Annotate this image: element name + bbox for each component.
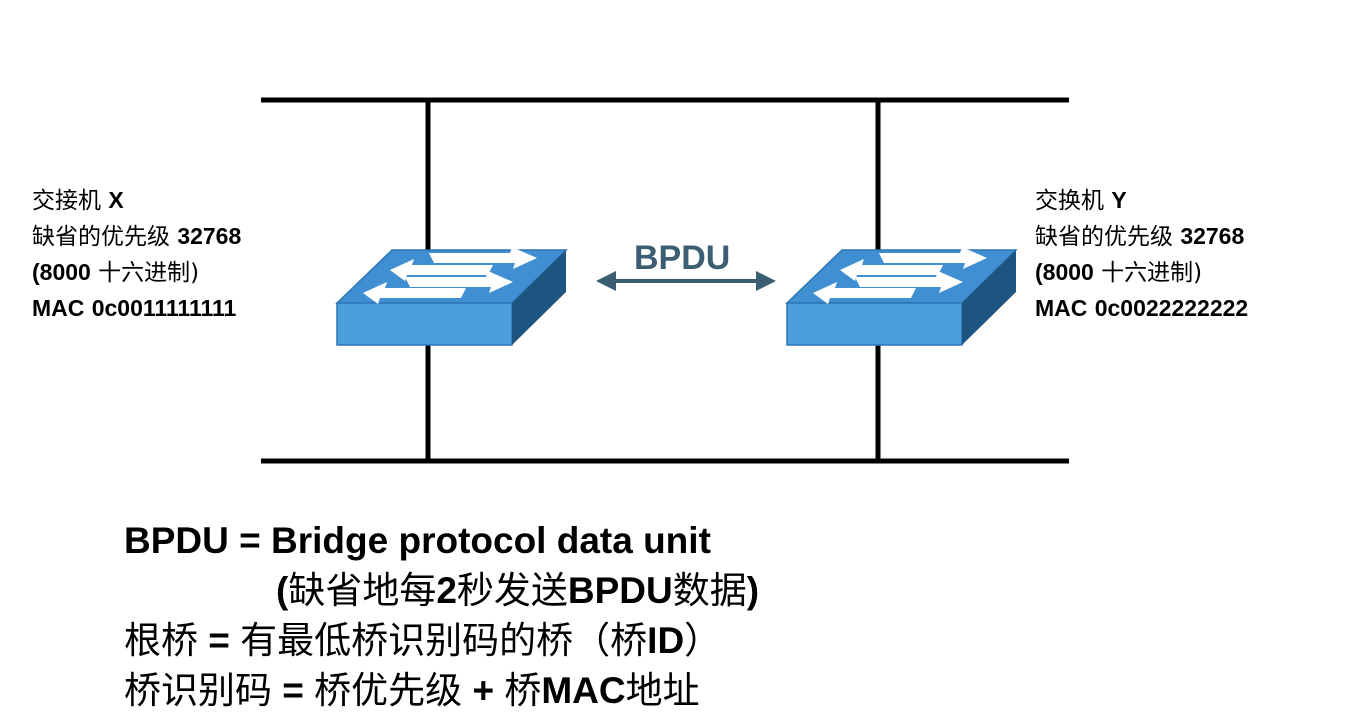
switch-x-priority-value: 32768: [177, 223, 242, 249]
switch-y-mac-label: MAC: [1035, 295, 1088, 321]
switch-x-name: 交接机: [32, 188, 101, 214]
switch-x-mac-label: MAC: [32, 295, 85, 321]
notes: BPDU = Bridge protocol data unit (缺省地每2秒…: [124, 516, 759, 716]
switch-y-name: 交换机: [1035, 188, 1104, 214]
switch-y-mac-value: 0c0022222222: [1094, 295, 1249, 321]
switch-y-hex-text: 十六进制): [1101, 260, 1203, 286]
bpdu-link-label: BPDU: [634, 239, 731, 277]
switch-x-letter: X: [108, 187, 124, 213]
bpdu-definition: BPDU = Bridge protocol data unit: [124, 520, 711, 561]
switch-x-mac-value: 0c0011111111: [91, 295, 237, 321]
switch-x-hex-text: 十六进制): [98, 260, 200, 286]
root-bridge-definition: 根桥 = 有最低桥识别码的桥（桥ID）: [124, 619, 722, 662]
switch-x-hex-value: (8000: [32, 259, 91, 285]
switch-x-icon: [335, 247, 568, 346]
switch-y-priority-value: 32768: [1180, 223, 1245, 249]
switch-y-info: 交换机 Y 缺省的优先级 32768 (8000 十六进制) MAC 0c002…: [1035, 183, 1248, 327]
bridge-id-definition: 桥识别码 = 桥优先级 + 桥MAC地址: [124, 669, 700, 712]
switch-x-priority-label: 缺省的优先级: [32, 224, 170, 250]
switch-y-letter: Y: [1111, 187, 1127, 213]
switch-y-hex-value: (8000: [1035, 259, 1094, 285]
bpdu-interval-note: (缺省地每2秒发送BPDU数据): [276, 569, 760, 612]
switch-x-info: 交接机 X 缺省的优先级 32768 (8000 十六进制) MAC 0c001…: [32, 183, 241, 327]
switch-y-priority-label: 缺省的优先级: [1035, 224, 1173, 250]
switch-y-icon: [785, 247, 1018, 346]
